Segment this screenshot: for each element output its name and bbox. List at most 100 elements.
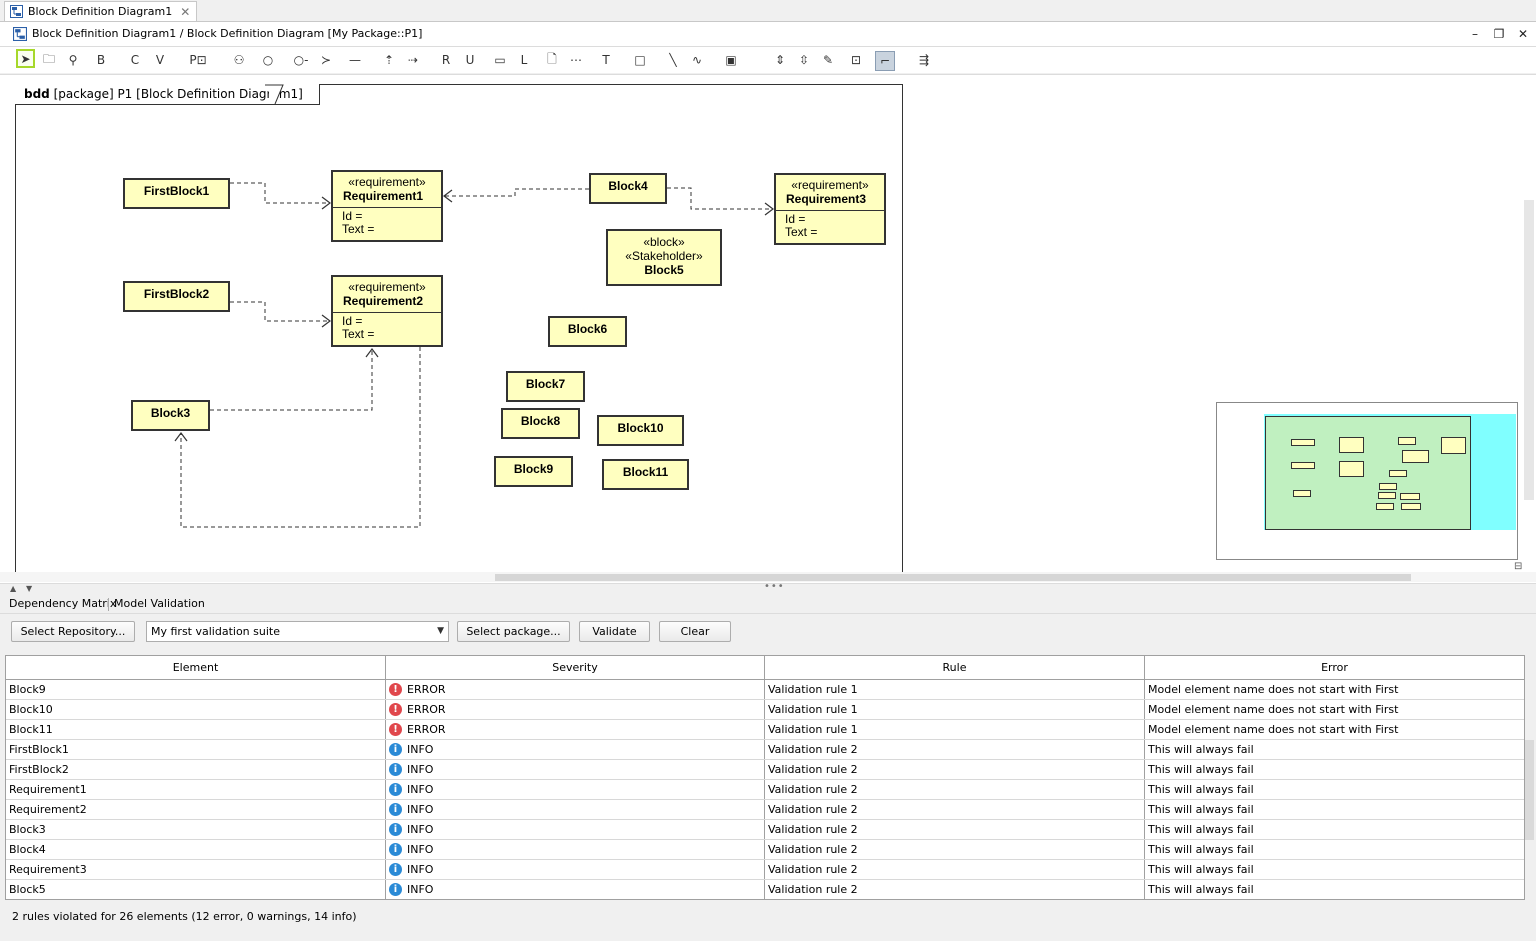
tab-model-validation[interactable]: Model Validation: [114, 597, 205, 610]
image-icon[interactable]: ▣: [722, 51, 740, 69]
note-icon[interactable]: 🗋: [543, 51, 561, 69]
table-row[interactable]: Block9!ERRORValidation rule 1Model eleme…: [6, 680, 1524, 700]
cell-error: This will always fail: [1145, 800, 1524, 819]
block-icon[interactable]: B: [92, 51, 110, 69]
cell-element: Block5: [6, 880, 386, 899]
center-icon[interactable]: ⊡: [847, 51, 865, 69]
anchor-icon[interactable]: L: [515, 51, 533, 69]
package-icon[interactable]: 🗀: [40, 51, 58, 69]
block-block10[interactable]: Block10: [597, 415, 684, 446]
horizontal-scroll-thumb[interactable]: [495, 574, 1411, 581]
column-header-rule[interactable]: Rule: [765, 656, 1145, 680]
restore-icon[interactable]: ❐: [1490, 25, 1508, 43]
requirement-requirement2[interactable]: «requirement»Requirement2 Id =Text =: [331, 275, 443, 347]
tab-dependency-matrix[interactable]: Dependency Matrix: [9, 597, 116, 610]
requirement-requirement3[interactable]: «requirement»Requirement3 Id =Text =: [774, 173, 886, 245]
table-row[interactable]: Block10!ERRORValidation rule 1Model elem…: [6, 700, 1524, 720]
cell-element: Requirement1: [6, 780, 386, 799]
severity-label: INFO: [407, 883, 433, 896]
overview-shape: [1376, 503, 1394, 510]
validate-button[interactable]: Validate: [579, 621, 650, 642]
rectangle-icon[interactable]: □: [631, 51, 649, 69]
vertical-scrollbar[interactable]: [1524, 200, 1534, 500]
actor-icon[interactable]: ⚇: [230, 51, 248, 69]
constraint-icon[interactable]: C: [126, 51, 144, 69]
splitter-grip-icon[interactable]: •••: [764, 581, 785, 592]
expand-vertical-icon[interactable]: ⇕: [771, 51, 789, 69]
provided-interface-icon[interactable]: ○-: [292, 51, 310, 69]
text-icon[interactable]: T: [597, 51, 615, 69]
info-icon: i: [389, 743, 402, 756]
block-firstblock1[interactable]: FirstBlock1: [123, 178, 230, 209]
cell-rule: Validation rule 2: [765, 740, 1145, 759]
severity-label: ERROR: [407, 683, 446, 696]
association-icon[interactable]: —: [346, 51, 364, 69]
block-block3[interactable]: Block3: [131, 400, 210, 431]
overview-shape: [1402, 450, 1429, 463]
column-header-element[interactable]: Element: [6, 656, 386, 680]
table-scroll-thumb[interactable]: [1525, 740, 1534, 840]
diagram-frame: [15, 84, 903, 576]
collapse-down-icon[interactable]: ▼: [26, 584, 32, 593]
table-row[interactable]: Requirement2iINFOValidation rule 2This w…: [6, 800, 1524, 820]
generalization-icon[interactable]: ⇡: [380, 51, 398, 69]
close-tab-icon[interactable]: ✕: [180, 5, 190, 19]
overview-collapse-icon[interactable]: ⊟: [1514, 561, 1522, 572]
validation-suite-select[interactable]: My first validation suite▼: [146, 621, 449, 642]
block-block6[interactable]: Block6: [548, 316, 627, 347]
table-row[interactable]: Block3iINFOValidation rule 2This will al…: [6, 820, 1524, 840]
cell-severity: iINFO: [386, 760, 765, 779]
collapse-up-icon[interactable]: ▲: [10, 584, 16, 593]
table-row[interactable]: Requirement1iINFOValidation rule 2This w…: [6, 780, 1524, 800]
column-header-severity[interactable]: Severity: [386, 656, 765, 680]
pin-diagram-icon[interactable]: ✎: [819, 51, 837, 69]
minimize-icon[interactable]: –: [1466, 25, 1484, 43]
requirement-requirement1[interactable]: «requirement»Requirement1 Id =Text =: [331, 170, 443, 242]
table-row[interactable]: FirstBlock2iINFOValidation rule 2This wi…: [6, 760, 1524, 780]
usage-icon[interactable]: U: [461, 51, 479, 69]
select-repository-button[interactable]: Select Repository...: [11, 621, 135, 642]
info-icon: i: [389, 863, 402, 876]
table-row[interactable]: Requirement3iINFOValidation rule 2This w…: [6, 860, 1524, 880]
line-icon[interactable]: ╲: [664, 51, 682, 69]
layout-icon[interactable]: ⇶: [915, 51, 933, 69]
block-name: Block8: [503, 414, 578, 428]
separator-icon[interactable]: ▭: [491, 51, 509, 69]
table-row[interactable]: Block4iINFOValidation rule 2This will al…: [6, 840, 1524, 860]
clear-button[interactable]: Clear: [659, 621, 731, 642]
path-icon[interactable]: ∿: [688, 51, 706, 69]
block-block4[interactable]: Block4: [589, 173, 667, 204]
pointer-icon[interactable]: ➤: [16, 49, 35, 68]
editor-tab-strip: [0, 0, 1536, 22]
interface-icon[interactable]: ○: [259, 51, 277, 69]
block-block5[interactable]: «block» «Stakeholder» Block5: [606, 229, 722, 286]
table-row[interactable]: Block5iINFOValidation rule 2This will al…: [6, 880, 1524, 900]
realization-icon[interactable]: R: [437, 51, 455, 69]
close-icon[interactable]: ✕: [1514, 25, 1532, 43]
column-header-error[interactable]: Error: [1145, 656, 1524, 680]
cell-rule: Validation rule 2: [765, 860, 1145, 879]
select-package-button[interactable]: Select package...: [457, 621, 570, 642]
block-block7[interactable]: Block7: [506, 371, 585, 402]
required-interface-icon[interactable]: ≻: [317, 51, 335, 69]
diagram-tab[interactable]: Block Definition Diagram1 ✕: [4, 1, 197, 21]
cell-severity: !ERROR: [386, 680, 765, 699]
line-dotted-icon[interactable]: ⋯: [567, 51, 585, 69]
block-block8[interactable]: Block8: [501, 408, 580, 439]
pin-icon[interactable]: ⚲: [64, 51, 82, 69]
table-row[interactable]: Block11!ERRORValidation rule 1Model elem…: [6, 720, 1524, 740]
cell-error: Model element name does not start with F…: [1145, 720, 1524, 739]
chevron-down-icon: ▼: [437, 622, 444, 641]
table-row[interactable]: FirstBlock1iINFOValidation rule 2This wi…: [6, 740, 1524, 760]
block-block9[interactable]: Block9: [494, 456, 573, 487]
block-firstblock2[interactable]: FirstBlock2: [123, 281, 230, 312]
compress-vertical-icon[interactable]: ⇳: [795, 51, 813, 69]
port-icon[interactable]: P⊡: [189, 51, 207, 69]
overview-shape: [1398, 437, 1416, 444]
block-block11[interactable]: Block11: [602, 459, 689, 490]
routing-icon[interactable]: ⌐: [875, 51, 895, 71]
valuetype-icon[interactable]: V: [151, 51, 169, 69]
block-name: FirstBlock1: [125, 184, 228, 198]
dependency-icon[interactable]: ⇢: [404, 51, 422, 69]
severity-label: INFO: [407, 803, 433, 816]
